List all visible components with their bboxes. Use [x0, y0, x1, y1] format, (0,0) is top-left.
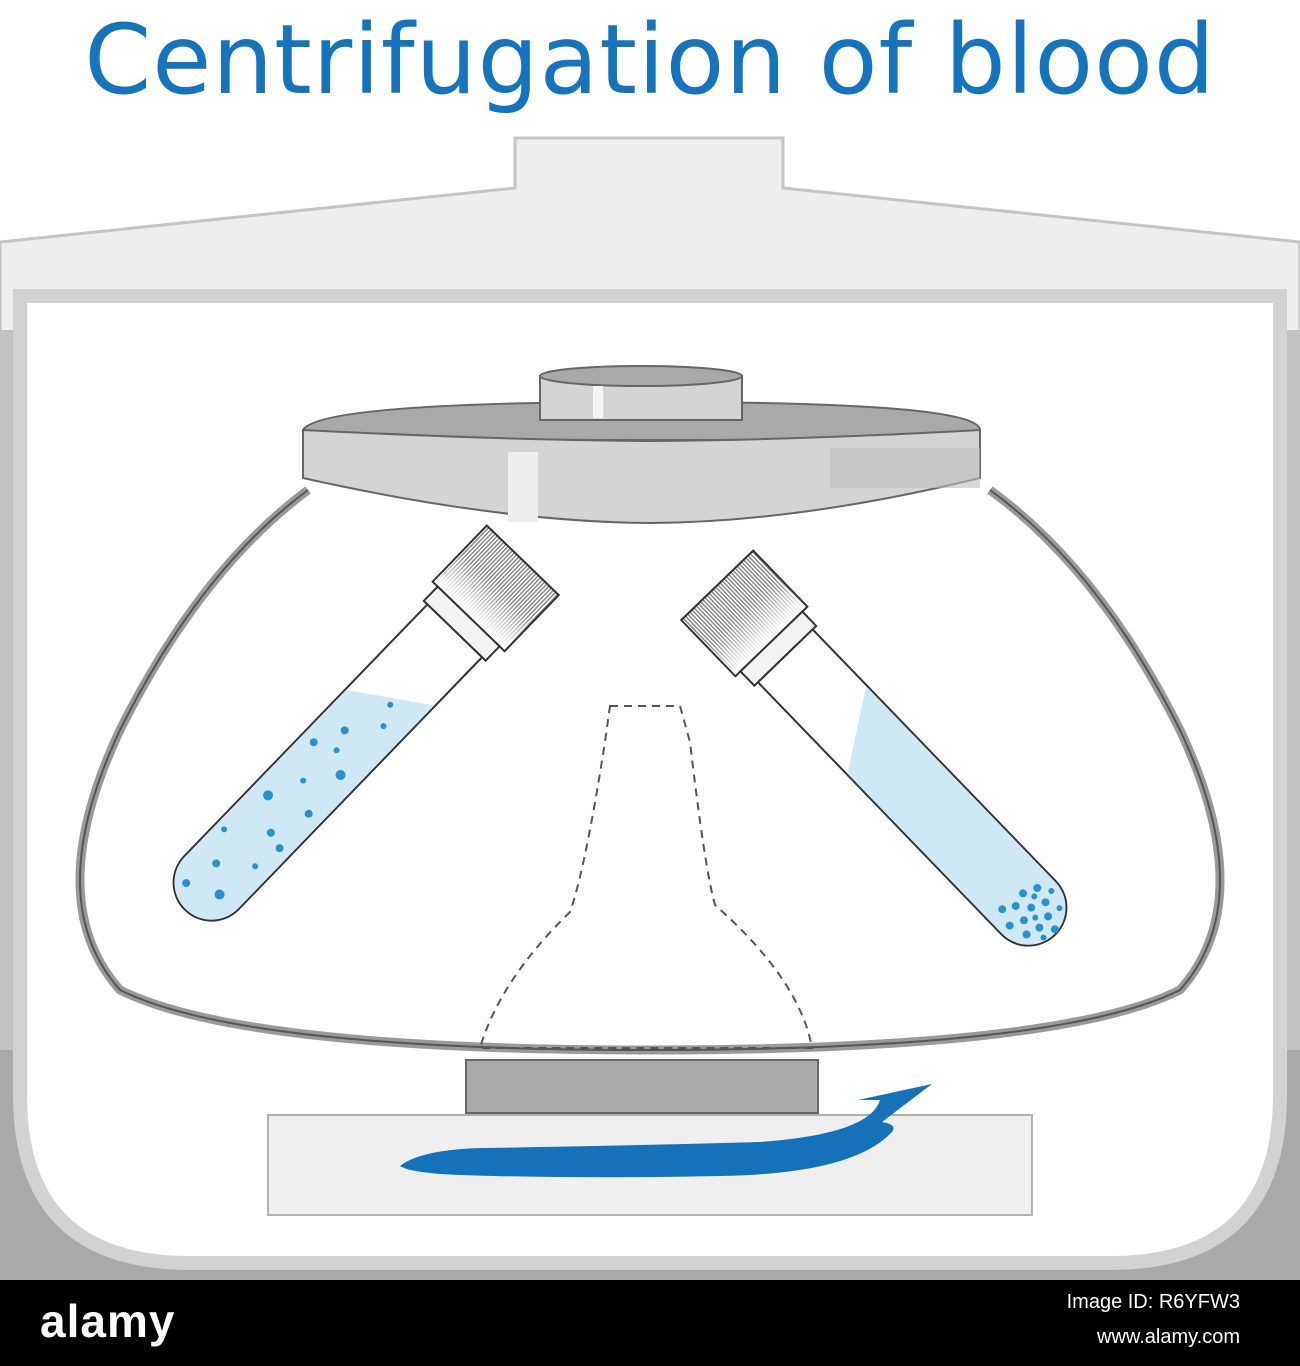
rotor-bowl-outline — [79, 489, 1221, 1052]
image-id-label: Image ID: R6YFW3 — [1066, 1291, 1240, 1313]
lid-highlight — [508, 452, 538, 522]
tube-liquid — [847, 686, 1066, 945]
test-tube-before — [172, 524, 561, 922]
lid-shade-right — [830, 448, 980, 488]
alamy-logo: alamy — [40, 1295, 176, 1347]
arrow-body — [400, 1084, 932, 1178]
site-url: www.alamy.com — [1097, 1326, 1240, 1348]
test-tube-after — [679, 549, 1068, 947]
tube-cap-fade — [706, 577, 806, 675]
cap-highlight — [593, 386, 603, 418]
stock-footer: alamy Image ID: R6YFW3 www.alamy.com — [0, 1280, 1300, 1366]
page-title: Centrifugation of blood — [84, 4, 1216, 116]
rotor-lid — [301, 400, 982, 525]
sedimented-cells — [998, 883, 1063, 941]
rotor-cap — [539, 365, 743, 421]
rotor-bowl — [75, 486, 1225, 1055]
centrifuge-diagram — [0, 136, 1300, 1280]
tube-cap-fade — [434, 552, 534, 650]
rotor-spindle-dashed — [478, 705, 814, 1049]
rotation-arrow-icon — [400, 1084, 932, 1178]
suspended-cells — [182, 701, 394, 900]
rotor-shaft — [465, 1059, 819, 1114]
cap-top — [539, 365, 743, 387]
tube-liquid — [174, 690, 435, 920]
